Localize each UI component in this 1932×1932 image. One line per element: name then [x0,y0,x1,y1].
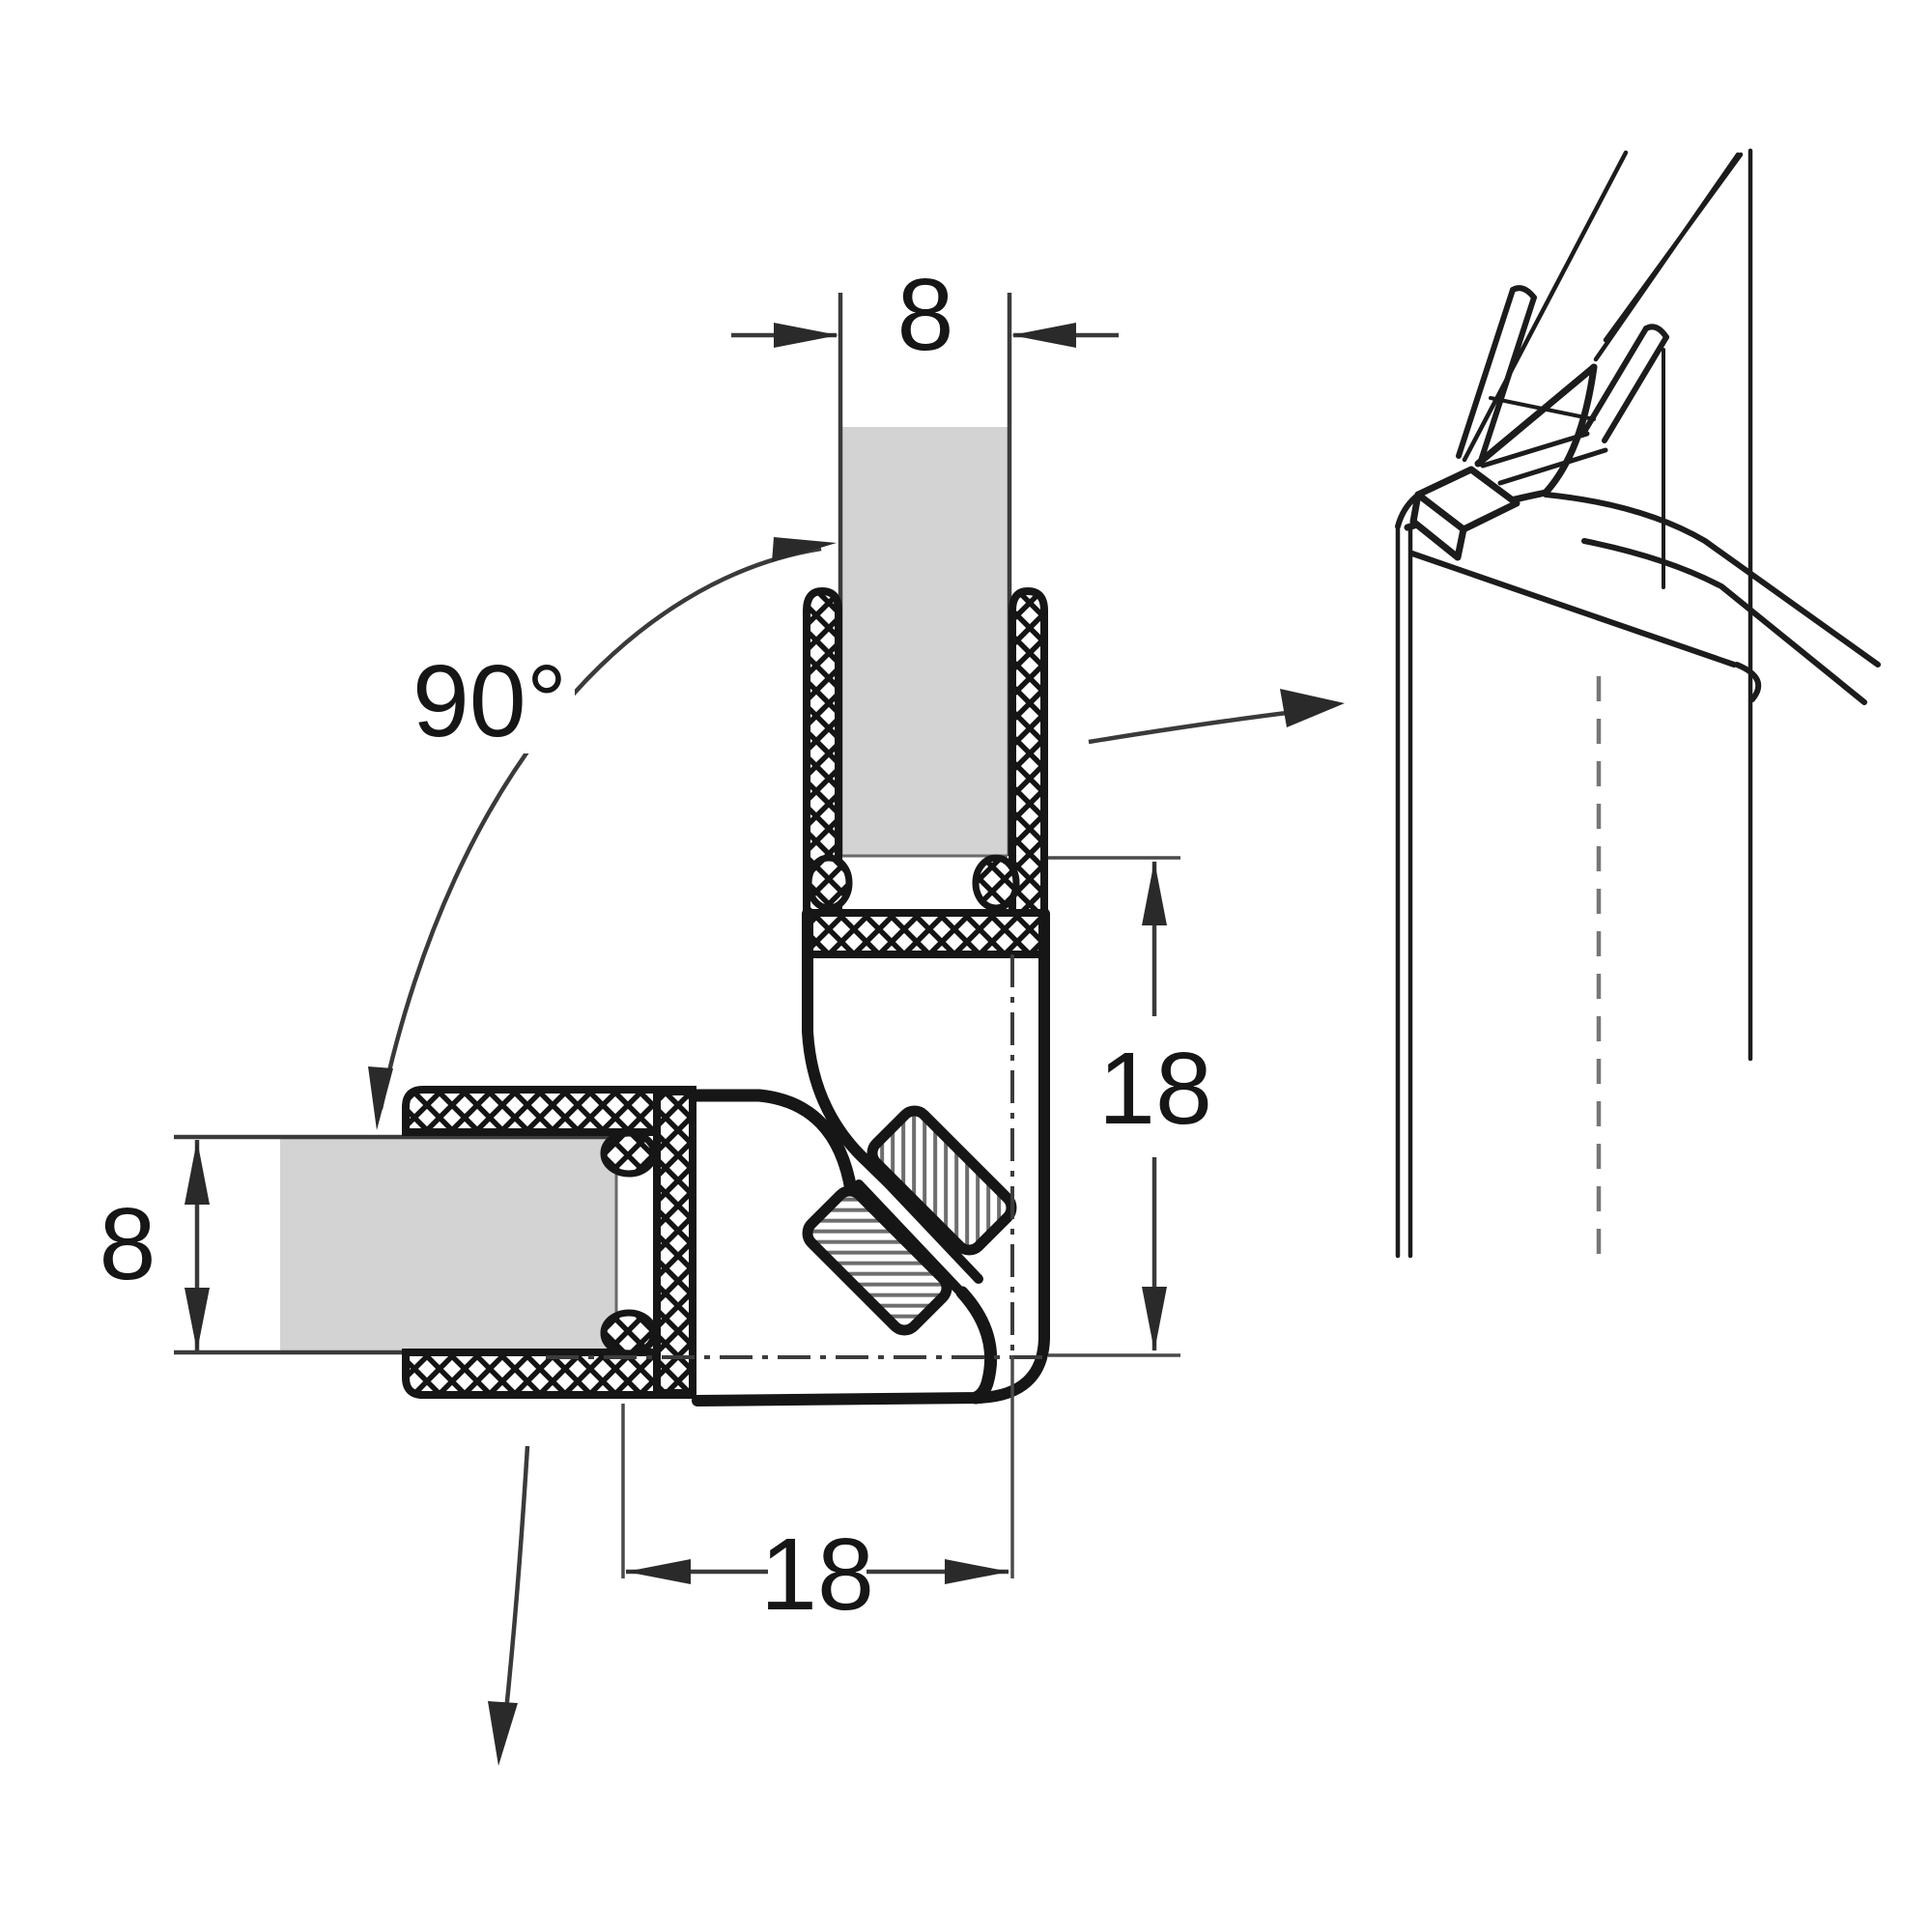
left-seal-channel [402,1086,696,1399]
label-vertical-depth: 18 [1098,1032,1212,1146]
left-glass-fill [280,1139,616,1350]
dimension-left-glass-width: 8 [99,1140,210,1351]
dimension-top-glass-width: 8 [731,258,1119,372]
label-left-glass-width: 8 [99,1187,156,1301]
cross-section-view: 8 8 18 18 [99,258,1345,1766]
top-glass-fill [842,427,1008,856]
centerlines [546,954,1180,1578]
dimension-vertical-depth: 18 [1048,856,1212,1351]
perspective-fixed-glass [1395,148,1753,1259]
perspective-magnet [1409,466,1520,561]
magnet-upper [867,1105,1017,1256]
detail-reference-arrow [1088,689,1345,745]
magnet-lower [802,1185,952,1336]
angle-annotation: 90° [368,537,837,1130]
perspective-channel-arms [1456,285,1669,486]
dimension-horizontal-depth: 18 [621,1404,1009,1632]
top-glass-panel [838,293,1012,858]
perspective-view [1395,148,1881,1259]
angle-label-mask [406,645,575,753]
swing-direction-arrow [488,1445,530,1766]
left-glass-panel [174,1134,626,1355]
label-horizontal-depth: 18 [760,1518,874,1632]
label-top-glass-width: 8 [897,258,954,372]
magnet-seam [854,1165,998,1405]
label-corner-angle: 90° [412,644,567,758]
top-seal-channel [803,586,1048,958]
